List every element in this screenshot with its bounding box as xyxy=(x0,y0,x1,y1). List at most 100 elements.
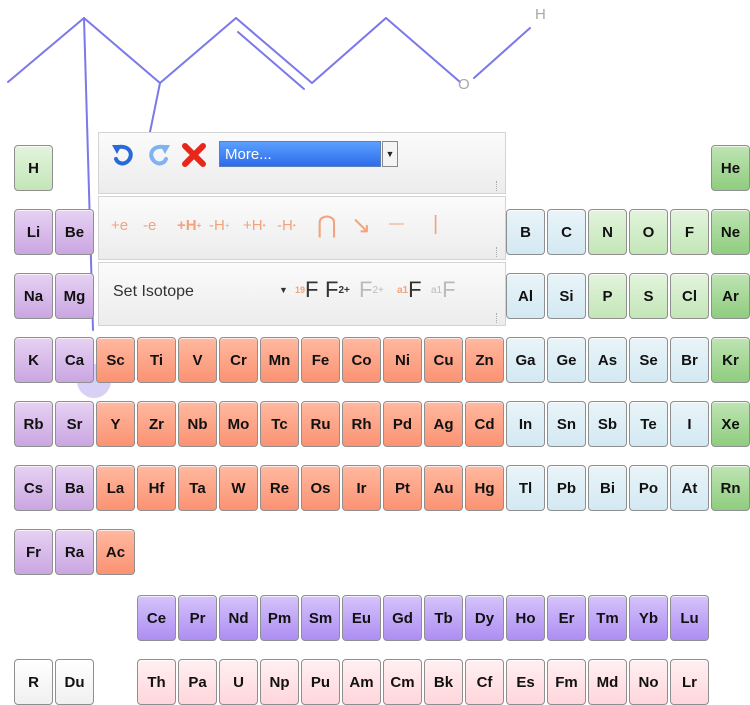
element-nb-button[interactable]: Nb xyxy=(178,401,217,447)
element-tb-button[interactable]: Tb xyxy=(424,595,463,641)
element-si-button[interactable]: Si xyxy=(547,273,586,319)
element-es-button[interactable]: Es xyxy=(506,659,545,705)
element-du-button[interactable]: Du xyxy=(55,659,94,705)
element-lu-button[interactable]: Lu xyxy=(670,595,709,641)
element-u-button[interactable]: U xyxy=(219,659,258,705)
element-cl-button[interactable]: Cl xyxy=(670,273,709,319)
element-ru-button[interactable]: Ru xyxy=(301,401,340,447)
element-r-button[interactable]: R xyxy=(14,659,53,705)
element-hg-button[interactable]: Hg xyxy=(465,465,504,511)
element-sc-button[interactable]: Sc xyxy=(96,337,135,383)
element-la-button[interactable]: La xyxy=(96,465,135,511)
element-pr-button[interactable]: Pr xyxy=(178,595,217,641)
element-ta-button[interactable]: Ta xyxy=(178,465,217,511)
element-be-button[interactable]: Be xyxy=(55,209,94,255)
element-kr-button[interactable]: Kr xyxy=(711,337,750,383)
element-as-button[interactable]: As xyxy=(588,337,627,383)
toolbar-grip[interactable] xyxy=(496,247,503,257)
element-re-button[interactable]: Re xyxy=(260,465,299,511)
element-ne-button[interactable]: Ne xyxy=(711,209,750,255)
element-h-button[interactable]: H xyxy=(14,145,53,191)
element-se-button[interactable]: Se xyxy=(629,337,668,383)
add-h-radical-button[interactable]: +H• xyxy=(243,217,266,234)
remove-electron-button[interactable]: -e xyxy=(143,217,157,234)
element-li-button[interactable]: Li xyxy=(14,209,53,255)
element-er-button[interactable]: Er xyxy=(547,595,586,641)
element-in-button[interactable]: In xyxy=(506,401,545,447)
element-al-button[interactable]: Al xyxy=(506,273,545,319)
element-te-button[interactable]: Te xyxy=(629,401,668,447)
add-electron-button[interactable]: +e xyxy=(111,217,129,234)
element-ir-button[interactable]: Ir xyxy=(342,465,381,511)
element-hf-button[interactable]: Hf xyxy=(137,465,176,511)
element-fr-button[interactable]: Fr xyxy=(14,529,53,575)
element-ag-button[interactable]: Ag xyxy=(424,401,463,447)
element-tc-button[interactable]: Tc xyxy=(260,401,299,447)
element-dy-button[interactable]: Dy xyxy=(465,595,504,641)
element-th-button[interactable]: Th xyxy=(137,659,176,705)
element-tm-button[interactable]: Tm xyxy=(588,595,627,641)
delete-button[interactable] xyxy=(179,141,209,169)
element-cf-button[interactable]: Cf xyxy=(465,659,504,705)
element-pb-button[interactable]: Pb xyxy=(547,465,586,511)
element-ni-button[interactable]: Ni xyxy=(383,337,422,383)
element-y-button[interactable]: Y xyxy=(96,401,135,447)
element-ra-button[interactable]: Ra xyxy=(55,529,94,575)
element-sm-button[interactable]: Sm xyxy=(301,595,340,641)
element-sn-button[interactable]: Sn xyxy=(547,401,586,447)
element-cm-button[interactable]: Cm xyxy=(383,659,422,705)
element-n-button[interactable]: N xyxy=(588,209,627,255)
element-pd-button[interactable]: Pd xyxy=(383,401,422,447)
element-at-button[interactable]: At xyxy=(670,465,709,511)
element-br-button[interactable]: Br xyxy=(670,337,709,383)
element-mg-button[interactable]: Mg xyxy=(55,273,94,319)
element-po-button[interactable]: Po xyxy=(629,465,668,511)
element-ca-button[interactable]: Ca xyxy=(55,337,94,383)
element-c-button[interactable]: C xyxy=(547,209,586,255)
element-mn-button[interactable]: Mn xyxy=(260,337,299,383)
element-o-button[interactable]: O xyxy=(629,209,668,255)
element-co-button[interactable]: Co xyxy=(342,337,381,383)
remove-h-radical-button[interactable]: -H• xyxy=(277,217,296,234)
element-s-button[interactable]: S xyxy=(629,273,668,319)
element-gd-button[interactable]: Gd xyxy=(383,595,422,641)
element-bk-button[interactable]: Bk xyxy=(424,659,463,705)
element-rh-button[interactable]: Rh xyxy=(342,401,381,447)
element-no-button[interactable]: No xyxy=(629,659,668,705)
set-isotope-dropdown-arrow[interactable]: ▼ xyxy=(279,285,288,295)
element-cr-button[interactable]: Cr xyxy=(219,337,258,383)
single-bond-button[interactable]: — xyxy=(389,215,404,232)
atom-hydrogen-label[interactable]: H xyxy=(535,6,546,23)
arc-bond-button[interactable]: ⋂ xyxy=(317,212,337,239)
atom-oxygen-label[interactable]: O xyxy=(458,76,470,93)
element-zr-button[interactable]: Zr xyxy=(137,401,176,447)
element-rn-button[interactable]: Rn xyxy=(711,465,750,511)
element-ti-button[interactable]: Ti xyxy=(137,337,176,383)
element-eu-button[interactable]: Eu xyxy=(342,595,381,641)
wedge-bond-button[interactable]: ↘ xyxy=(351,212,372,239)
element-ba-button[interactable]: Ba xyxy=(55,465,94,511)
more-dropdown[interactable]: More... xyxy=(219,141,381,167)
element-pm-button[interactable]: Pm xyxy=(260,595,299,641)
element-zn-button[interactable]: Zn xyxy=(465,337,504,383)
element-au-button[interactable]: Au xyxy=(424,465,463,511)
element-cs-button[interactable]: Cs xyxy=(14,465,53,511)
element-xe-button[interactable]: Xe xyxy=(711,401,750,447)
element-fe-button[interactable]: Fe xyxy=(301,337,340,383)
element-bi-button[interactable]: Bi xyxy=(588,465,627,511)
add-h-plus-button[interactable]: +H+ xyxy=(177,217,202,234)
remove-h-plus-button[interactable]: -H+ xyxy=(209,217,230,234)
redo-button[interactable] xyxy=(143,141,173,169)
toolbar-grip[interactable] xyxy=(496,181,503,191)
element-sr-button[interactable]: Sr xyxy=(55,401,94,447)
element-yb-button[interactable]: Yb xyxy=(629,595,668,641)
element-nd-button[interactable]: Nd xyxy=(219,595,258,641)
element-lr-button[interactable]: Lr xyxy=(670,659,709,705)
element-w-button[interactable]: W xyxy=(219,465,258,511)
element-he-button[interactable]: He xyxy=(711,145,750,191)
element-ar-button[interactable]: Ar xyxy=(711,273,750,319)
